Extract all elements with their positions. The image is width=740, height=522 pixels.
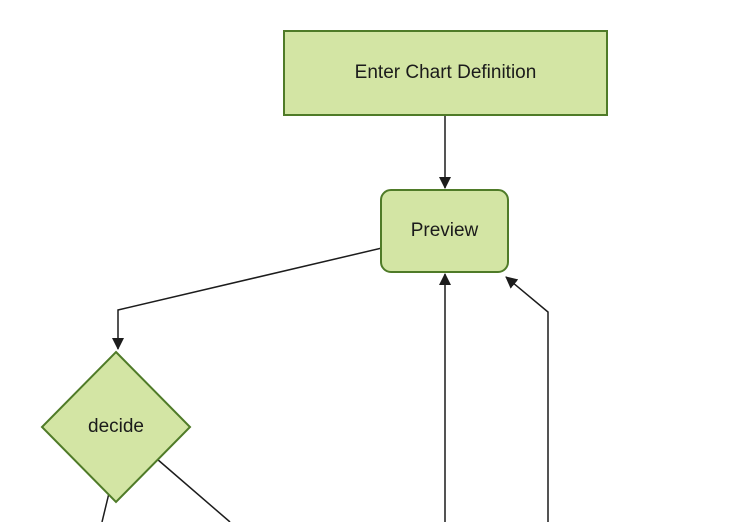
node-enter-chart-definition-shape — [283, 30, 608, 116]
node-decide-shape — [40, 350, 192, 504]
edge-bottom-to-preview-corner — [505, 276, 549, 522]
node-layer — [40, 30, 608, 504]
node-preview-shape — [380, 189, 509, 273]
edge-decide-down-right — [156, 458, 231, 522]
edge-layer — [101, 115, 549, 522]
edge-preview-to-decide — [112, 247, 383, 350]
